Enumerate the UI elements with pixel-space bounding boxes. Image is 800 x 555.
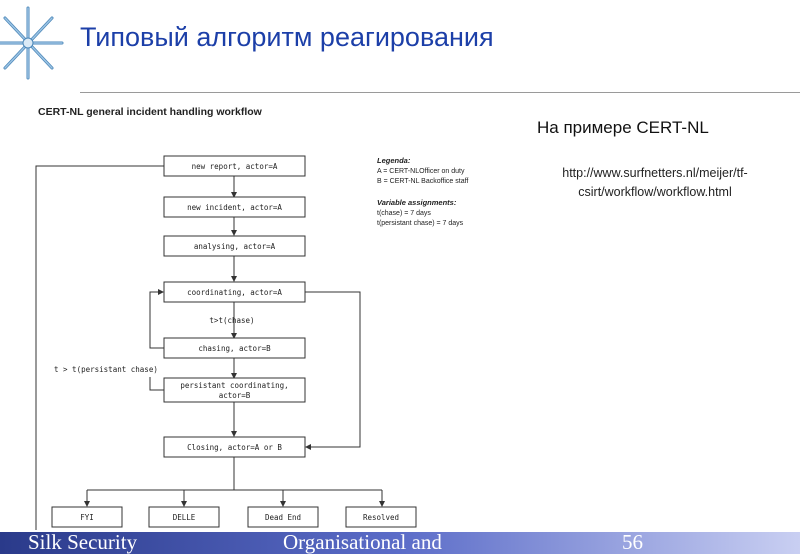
node-closing-label: Closing, actor=A or B xyxy=(187,443,282,452)
node-dead-end-label: Dead End xyxy=(265,513,301,522)
node-new-incident-label: new incident, actor=A xyxy=(187,203,282,212)
edge-report-bypass xyxy=(35,165,164,530)
node-new-incident: new incident, actor=A xyxy=(163,196,306,218)
node-delle-label: DELLE xyxy=(173,513,196,522)
node-resolved: Resolved xyxy=(345,506,417,528)
node-analysing: analysing, actor=A xyxy=(163,235,306,257)
legend-b: B = CERT-NL Backoffice staff xyxy=(377,178,468,185)
node-chasing: chasing, actor=B xyxy=(163,337,306,359)
edge-chasing-back-to-coordinating xyxy=(149,289,164,349)
footer-center: Organisational and xyxy=(283,530,442,554)
variable-chase: t(chase) = 7 days xyxy=(377,210,431,217)
legend-title: Legenda: xyxy=(377,156,411,165)
node-coordinating: coordinating, actor=A xyxy=(163,281,306,303)
node-persistant-coordinating: persistant coordinating, actor=B xyxy=(163,377,306,403)
legend-a: A = CERT-NLOfficer on duty xyxy=(377,168,465,175)
node-new-report-label: new report, actor=A xyxy=(192,162,278,171)
node-delle: DELLE xyxy=(148,506,220,528)
node-chasing-label: chasing, actor=B xyxy=(198,344,271,353)
flowchart-heading: CERT-NL general incident handling workfl… xyxy=(38,106,262,118)
edge-label-persistant: t > t(persistant chase) xyxy=(54,365,158,374)
node-dead-end: Dead End xyxy=(247,506,319,528)
flowchart-connectors xyxy=(35,165,385,530)
node-closing: Closing, actor=A or B xyxy=(163,436,306,458)
node-persistant-label-line2: actor=B xyxy=(219,391,251,400)
node-fyi: FYI xyxy=(51,506,123,528)
node-new-report: new report, actor=A xyxy=(163,155,306,177)
edge-persistant-back xyxy=(149,377,164,391)
edge-label-chase: t>t(chase) xyxy=(209,316,254,325)
edge-coordinating-to-closing xyxy=(305,291,361,450)
title-divider xyxy=(80,92,800,93)
side-heading: На примере CERT-NL xyxy=(537,118,709,137)
snowflake-logo-icon xyxy=(0,6,64,80)
variables-title: Variable assignments: xyxy=(377,198,457,207)
slide-title: Типовый алгоритм реагирования xyxy=(80,22,494,52)
node-coordinating-label: coordinating, actor=A xyxy=(187,288,282,297)
page-number: 56 xyxy=(622,530,643,554)
node-persistant-label-line1: persistant coordinating, xyxy=(180,381,288,390)
node-resolved-label: Resolved xyxy=(363,513,399,522)
workflow-url-link[interactable]: http://www.surfnetters.nl/meijer/tf-csir… xyxy=(562,166,748,199)
node-fyi-label: FYI xyxy=(80,513,94,522)
variable-persistant: t(persistant chase) = 7 days xyxy=(377,220,464,227)
node-analysing-label: analysing, actor=A xyxy=(194,242,276,251)
footer-bar xyxy=(0,532,800,554)
footer-left: Silk Security xyxy=(28,530,138,554)
flowchart-legend: Legenda: A = CERT-NLOfficer on duty B = … xyxy=(377,156,468,227)
